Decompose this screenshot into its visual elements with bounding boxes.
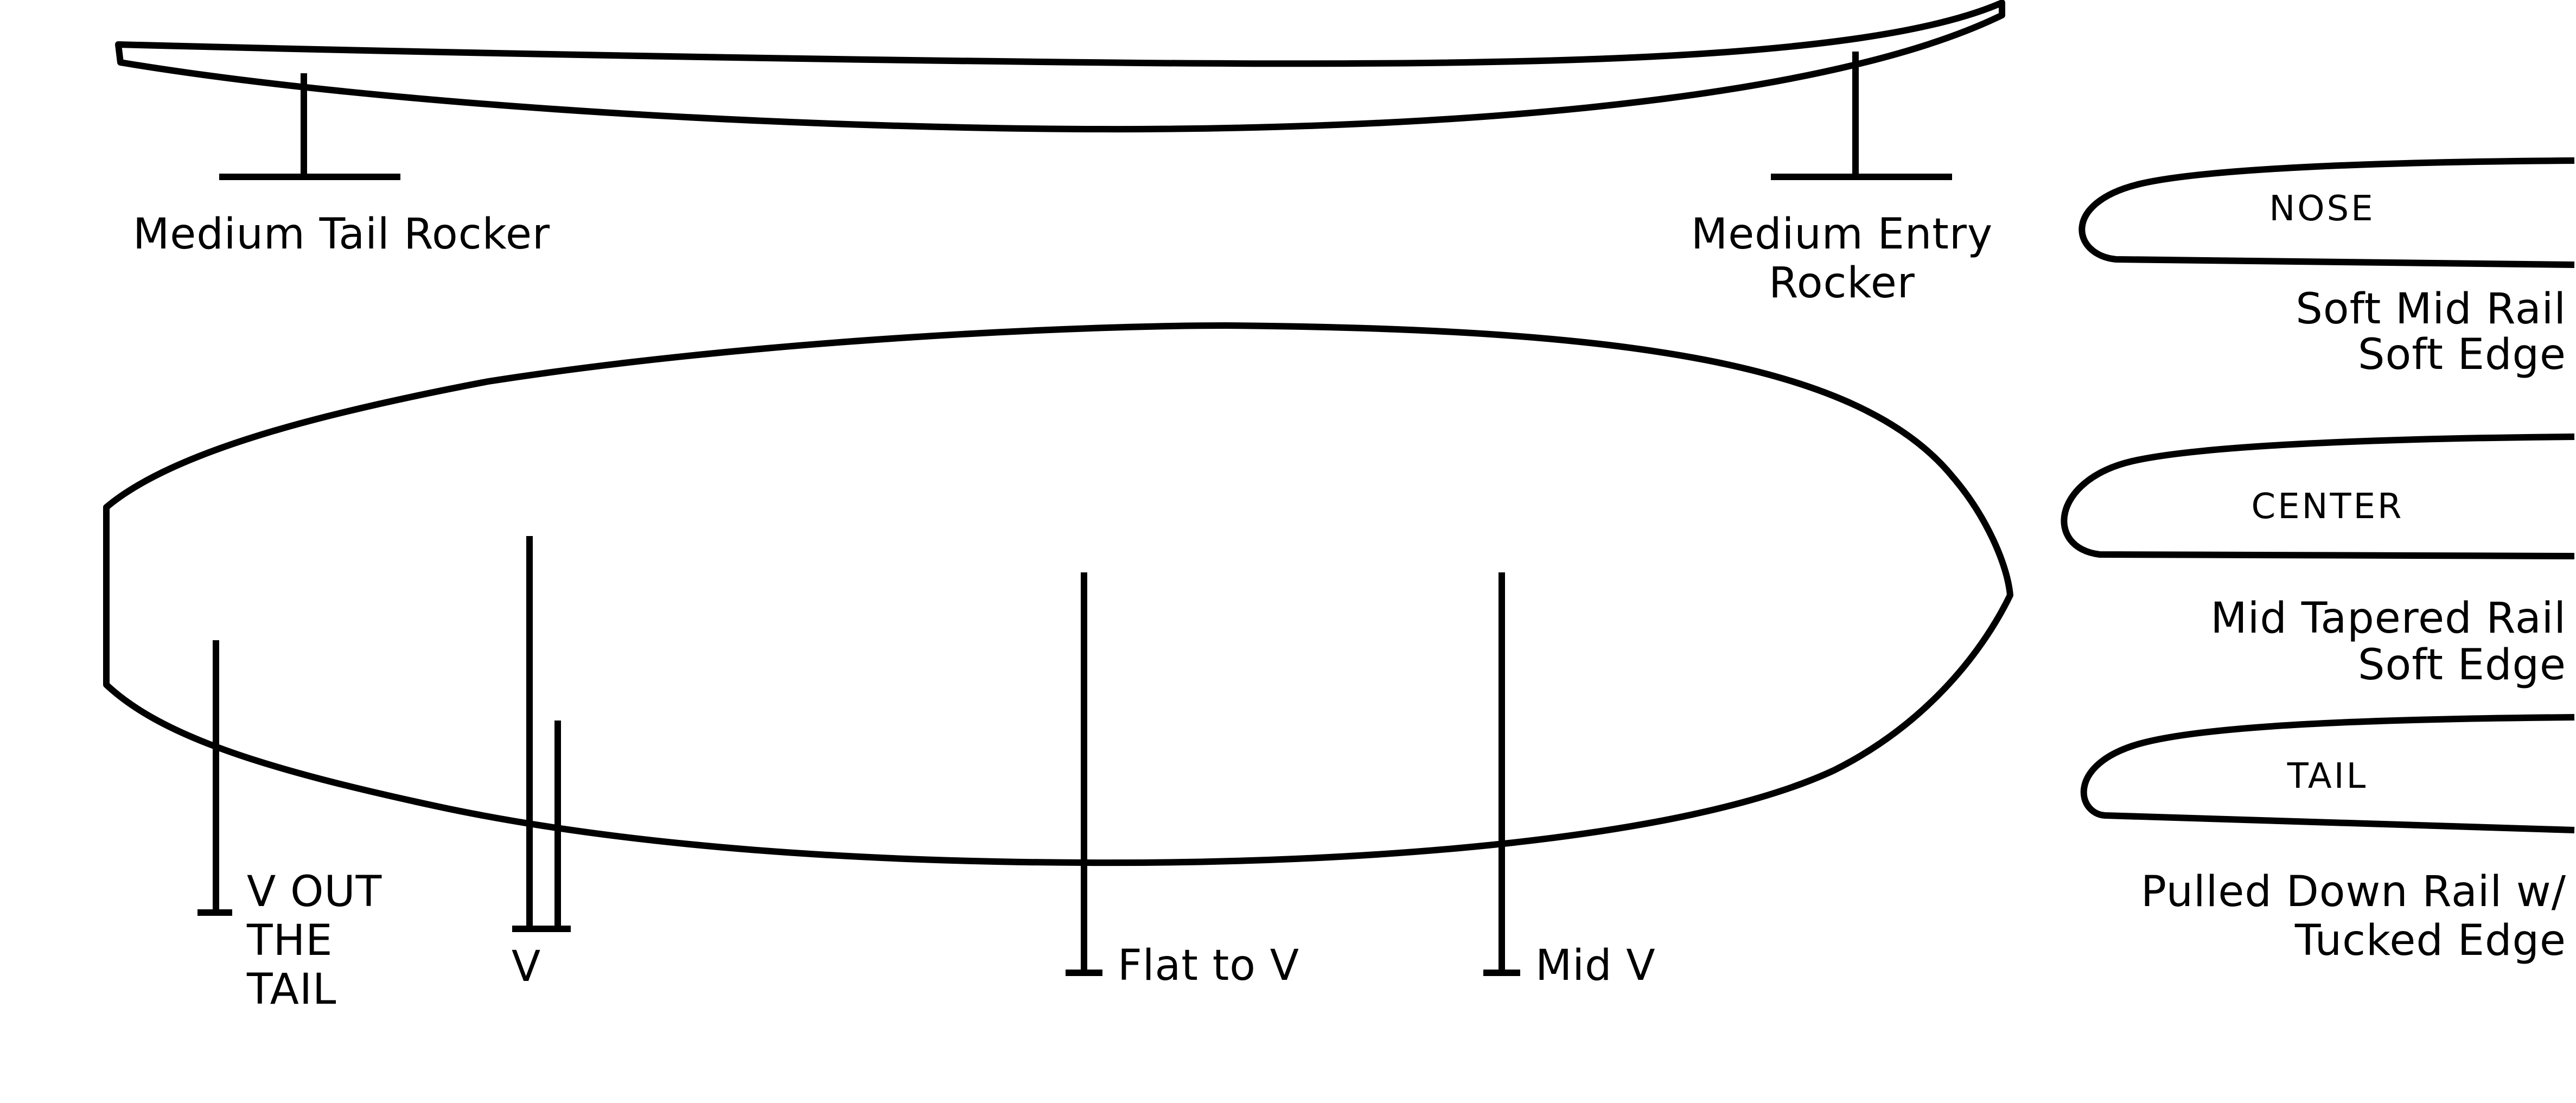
- center-rail: CENTER Mid Tapered Rail Soft Edge: [2061, 433, 2575, 690]
- nose-rail-line2: Soft Edge: [2358, 330, 2566, 379]
- bottom-contour: V OUT THE TAIL V Flat to V Mid V: [103, 322, 2013, 1014]
- nose-rail: NOSE Soft Mid Rail Soft Edge: [2078, 157, 2575, 379]
- board-outline: [103, 322, 2013, 866]
- tail-rail-shape: [2080, 714, 2575, 833]
- v-marker: [512, 536, 571, 932]
- entry-rocker-marker: [1771, 52, 1952, 180]
- nose-rail-line1: Soft Mid Rail: [2296, 285, 2566, 334]
- rocker-profile: Medium Tail Rocker Medium Entry Rocker: [115, 0, 2005, 308]
- tail-rail: TAIL Pulled Down Rail w/ Tucked Edge: [2080, 714, 2575, 965]
- mid-v-label: Mid V: [1535, 941, 1656, 990]
- tail-rocker-marker: [219, 73, 400, 180]
- rail-profiles: NOSE Soft Mid Rail Soft Edge CENTER Mid …: [2061, 157, 2575, 965]
- center-rail-line2: Soft Edge: [2358, 641, 2566, 690]
- nose-rail-shape: [2078, 157, 2575, 268]
- flat-to-v-marker: [1066, 572, 1102, 976]
- tail-rail-line1: Pulled Down Rail w/: [2141, 868, 2566, 916]
- v-out-tail-label-line2: THE: [246, 916, 333, 965]
- mid-v-marker: [1483, 572, 1520, 976]
- center-rail-line1: Mid Tapered Rail: [2210, 594, 2566, 643]
- entry-rocker-label-line1: Medium Entry: [1691, 210, 1993, 259]
- tail-rail-line2: Tucked Edge: [2294, 916, 2566, 965]
- tail-rocker-label: Medium Tail Rocker: [133, 210, 550, 259]
- center-rail-shape: [2061, 433, 2575, 559]
- flat-to-v-label: Flat to V: [1118, 941, 1299, 990]
- center-rail-tag: CENTER: [2252, 487, 2404, 527]
- tail-rail-tag: TAIL: [2287, 756, 2368, 796]
- v-label: V: [512, 942, 541, 991]
- v-out-tail-label-line3: TAIL: [246, 965, 336, 1014]
- nose-rail-tag: NOSE: [2269, 189, 2375, 229]
- entry-rocker-label-line2: Rocker: [1769, 259, 1915, 308]
- v-out-tail-label-line1: V OUT: [247, 868, 382, 916]
- v-out-tail-marker: [197, 640, 232, 916]
- rocker-outline: [115, 0, 2005, 133]
